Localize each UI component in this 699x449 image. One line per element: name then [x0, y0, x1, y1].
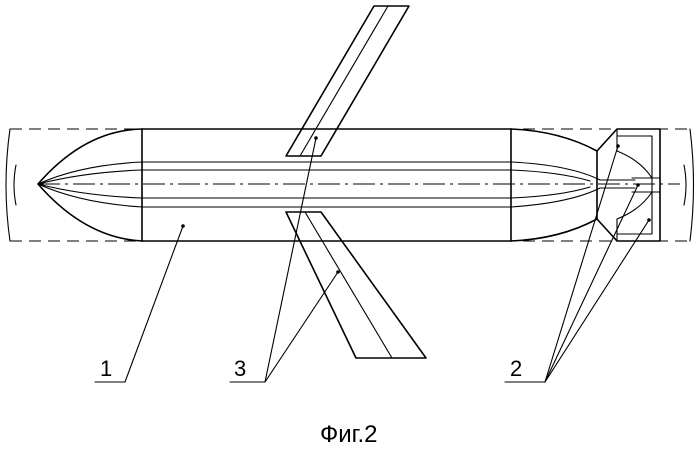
lower-wing [285, 211, 427, 359]
upper-wing [285, 5, 410, 157]
label-nozzle-parts: 2 [510, 356, 522, 381]
envelope-outline [5, 128, 695, 242]
figure-caption: Фиг.2 [320, 421, 378, 448]
label-wings: 3 [234, 356, 246, 381]
leader-lines [94, 137, 650, 383]
label-body: 1 [100, 356, 112, 381]
fuselage [37, 128, 636, 242]
leader-dots [181, 136, 651, 274]
